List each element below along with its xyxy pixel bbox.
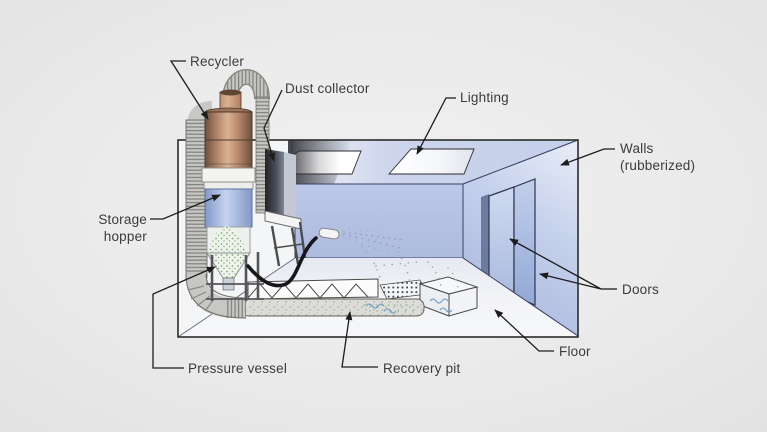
labels: Recycler Dust collector Lighting Walls (… <box>98 54 695 376</box>
label-recovery-pit: Recovery pit <box>383 361 460 376</box>
label-recycler: Recycler <box>190 54 244 69</box>
label-storage-hopper-line1: Storage <box>98 212 147 227</box>
leader-doors-lower <box>539 272 602 290</box>
spray-stream <box>342 228 403 255</box>
leader-doors-upper <box>509 238 602 290</box>
back-wall <box>294 183 464 259</box>
blast-equipment <box>246 227 459 289</box>
leader-storage-hopper <box>150 194 221 220</box>
duct-left-column <box>185 119 208 279</box>
doorway-recess <box>481 194 489 281</box>
storage-hopper-unit <box>204 188 253 228</box>
label-lighting: Lighting <box>460 90 509 105</box>
label-floor: Floor <box>559 344 591 359</box>
leader-recovery-pit <box>341 311 378 368</box>
label-walls-line1: Walls <box>620 141 654 156</box>
label-storage-hopper-line2: hopper <box>104 229 148 244</box>
screw-conveyor-baffles <box>247 283 369 299</box>
air-wash-waves <box>365 298 453 314</box>
leader-pressure-vessel <box>152 266 216 369</box>
flange-ring <box>201 167 256 183</box>
label-walls-line2: (rubberized) <box>620 158 695 173</box>
leader-floor <box>494 309 554 352</box>
leader-lighting <box>416 97 456 155</box>
label-doors: Doors <box>622 282 659 297</box>
room-frame <box>177 139 579 338</box>
light-panel-right <box>388 148 475 175</box>
label-pressure-vessel: Pressure vessel <box>188 361 287 376</box>
blast-hose <box>246 236 318 288</box>
door-right <box>513 178 536 306</box>
wall-floor-edge <box>462 257 579 337</box>
abrasive-mound <box>209 226 246 252</box>
leader-dust-collector <box>263 89 283 162</box>
dust-collector-panel <box>265 149 284 215</box>
leader-lines <box>150 60 617 369</box>
blast-nozzle <box>318 227 340 240</box>
leader-recycler <box>169 60 209 120</box>
recovery-pit <box>241 276 479 317</box>
pit-trough <box>241 298 425 317</box>
label-dust-collector: Dust collector <box>285 81 370 96</box>
leader-walls <box>560 148 615 166</box>
falling-dust <box>361 245 459 289</box>
